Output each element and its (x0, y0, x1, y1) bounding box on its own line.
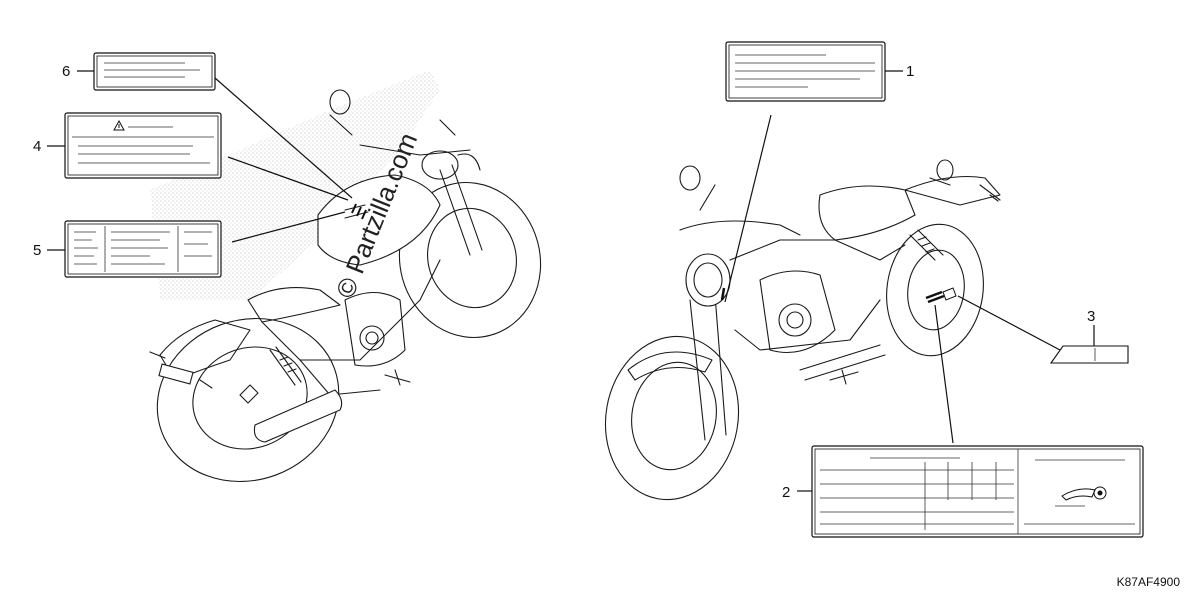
motorcycle-right-view (604, 159, 1001, 501)
tire-diagram-icon (1055, 486, 1107, 507)
label-2 (811, 445, 1144, 538)
label-3 (1049, 345, 1129, 364)
motorcycle-left-view (149, 70, 542, 483)
callout-6: 6 (62, 63, 70, 80)
callout-5: 5 (33, 242, 41, 259)
label-6 (93, 52, 216, 91)
callout-3: 3 (1087, 308, 1095, 325)
label-5 (64, 220, 222, 278)
callout-1: 1 (906, 63, 914, 80)
label-1 (725, 41, 886, 102)
label-4 (64, 112, 222, 179)
leader-lines (47, 70, 1095, 492)
warning-triangle-icon (113, 119, 125, 131)
callout-numbers: 6 4 5 1 3 2 (33, 63, 1095, 501)
callout-4: 4 (33, 138, 41, 155)
callout-2: 2 (782, 484, 790, 501)
diagram-code: K87AF4900 (1117, 575, 1181, 589)
